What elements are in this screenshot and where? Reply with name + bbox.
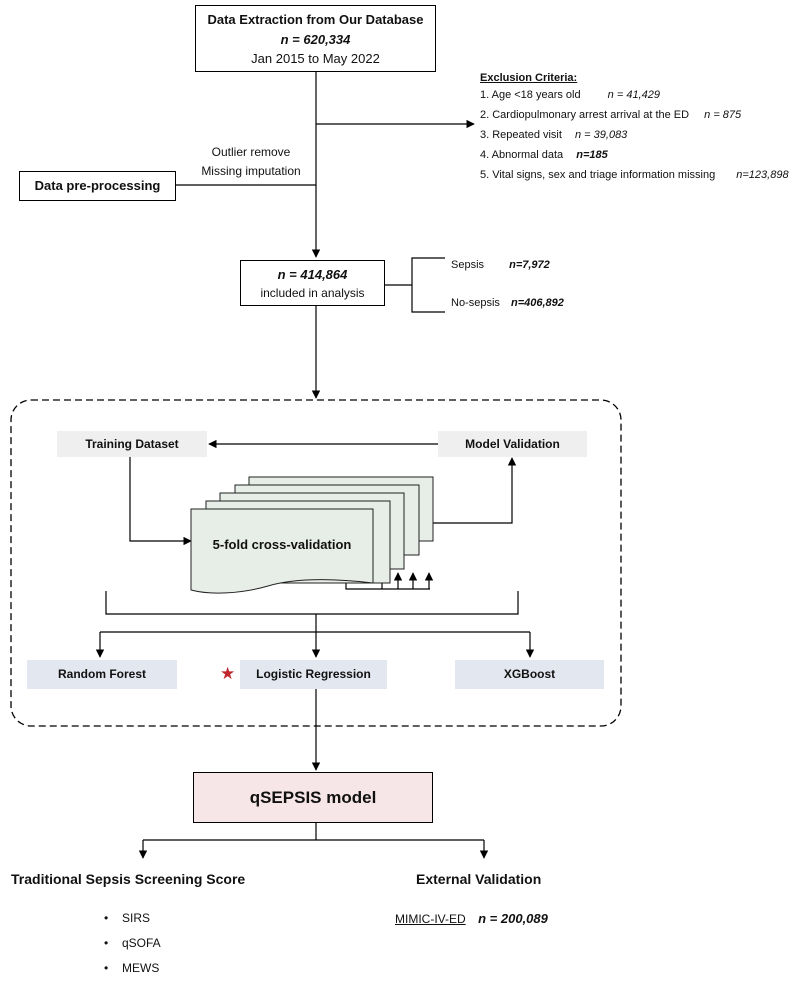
- traditional-list: •SIRS •qSOFA •MEWS: [104, 911, 161, 986]
- exclusion-item-2: 2. Cardiopulmonary arrest arrival at the…: [480, 109, 742, 121]
- traditional-title: Traditional Sepsis Screening Score: [11, 871, 246, 887]
- data-extraction-title: Data Extraction from Our Database: [207, 12, 424, 27]
- xgboost-box: XGBoost: [455, 660, 604, 689]
- sepsis-line: Sepsis n=7,972: [451, 259, 550, 271]
- cv-document-stack: [190, 476, 434, 594]
- exclusion-item-5: 5. Vital signs, sex and triage informati…: [480, 169, 789, 181]
- traditional-item: •qSOFA: [104, 936, 161, 950]
- exclusion-item-4: 4. Abnormal data n=185: [480, 149, 608, 161]
- imputation-note: Missing imputation: [201, 164, 301, 178]
- training-to-cv-arrow: [129, 456, 192, 546]
- nosepsis-line: No-sepsis n=406,892: [451, 297, 564, 309]
- external-n: n = 200,089: [478, 911, 548, 926]
- analysis-box: n = 414,864 included in analysis: [240, 260, 385, 306]
- exclusion-item-3: 3. Repeated visit n = 39,083: [480, 129, 628, 141]
- mimic-dataset: MIMIC-IV-ED: [395, 912, 466, 926]
- external-dataset-line: MIMIC-IV-ED n = 200,089: [395, 910, 548, 928]
- traditional-item: •MEWS: [104, 961, 160, 975]
- external-title: External Validation: [416, 871, 542, 887]
- model-validation-box: Model Validation: [438, 431, 587, 457]
- collector-bracket: [105, 591, 519, 615]
- logistic-regression-box: Logistic Regression: [240, 660, 387, 689]
- random-forest-box: Random Forest: [27, 660, 177, 689]
- preprocessing-notes: Outlier remove Missing imputation: [186, 145, 316, 178]
- traditional-item: •SIRS: [104, 911, 151, 925]
- data-extraction-n: n = 620,334: [280, 32, 351, 47]
- analysis-label: included in analysis: [260, 286, 365, 300]
- data-extraction-period: Jan 2015 to May 2022: [251, 51, 380, 66]
- split-bracket: [411, 257, 445, 313]
- qsepsis-model-box: qSEPSIS model: [193, 772, 433, 823]
- preprocessing-box: Data pre-processing: [19, 171, 176, 201]
- cv-to-validation-arrow: [433, 457, 517, 524]
- exclusion-title: Exclusion Criteria:: [480, 72, 578, 84]
- exclusion-item-1: 1. Age <18 years old n = 41,429: [480, 89, 660, 101]
- cv-label: 5-fold cross-validation: [212, 537, 352, 552]
- outlier-note: Outlier remove: [211, 145, 291, 159]
- cv-dashed-container: [10, 399, 622, 727]
- analysis-n: n = 414,864: [277, 267, 348, 282]
- training-dataset-box: Training Dataset: [57, 431, 207, 457]
- star-icon: ★: [220, 664, 236, 683]
- exclusion-criteria: Exclusion Criteria: 1. Age <18 years old…: [480, 72, 810, 189]
- data-extraction-box: Data Extraction from Our Database n = 62…: [195, 5, 436, 72]
